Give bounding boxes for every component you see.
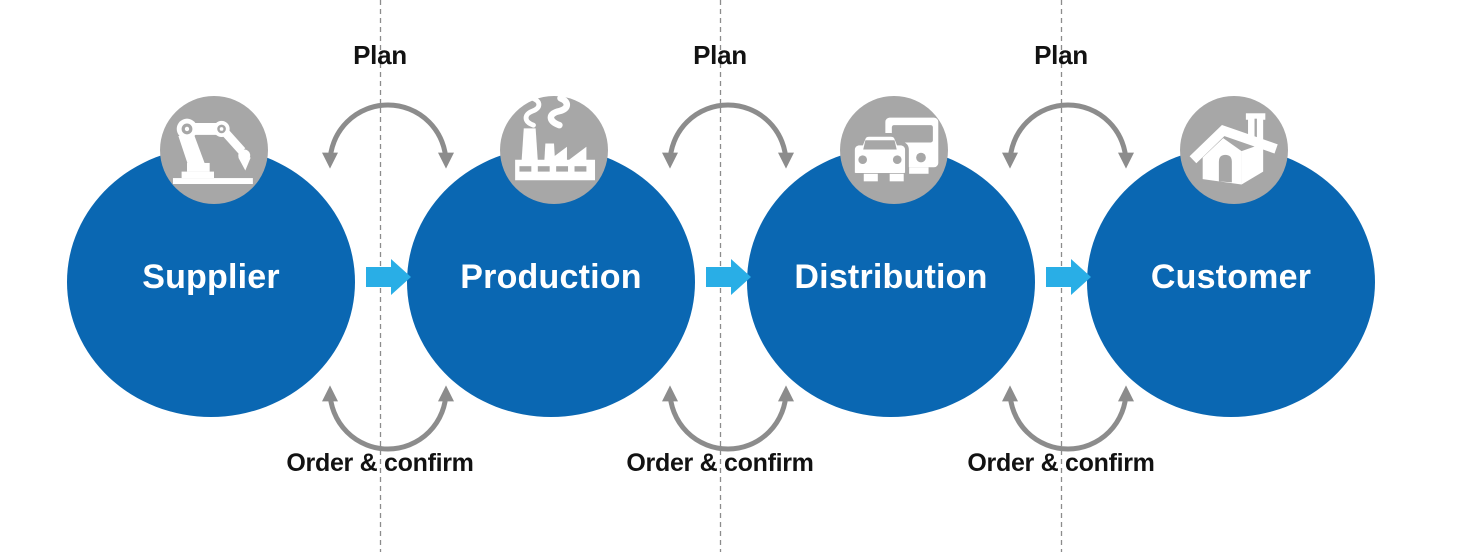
order-confirm-arrow bbox=[662, 385, 794, 452]
plan-label: Plan bbox=[1034, 40, 1088, 70]
plan-label: Plan bbox=[353, 40, 407, 70]
order-confirm-label: Order & confirm bbox=[967, 449, 1155, 477]
plan-label: Plan bbox=[693, 40, 747, 70]
node-label-supplier: Supplier bbox=[142, 257, 280, 296]
badge-circle bbox=[160, 96, 268, 204]
factory-icon bbox=[515, 96, 596, 181]
supplier-icon-badge bbox=[160, 96, 268, 204]
flow-arrow bbox=[1046, 259, 1091, 295]
order-confirm-label: Order & confirm bbox=[286, 449, 474, 477]
customer-icon-badge bbox=[1180, 96, 1288, 204]
robot-arm-icon bbox=[172, 118, 253, 185]
order-confirm-arrow bbox=[1002, 385, 1134, 452]
plan-arrow bbox=[1002, 102, 1134, 169]
house-icon bbox=[1189, 113, 1278, 185]
order-confirm-arrow bbox=[322, 385, 454, 452]
node-label-production: Production bbox=[460, 257, 642, 296]
node-customer: Customer bbox=[1087, 147, 1375, 417]
order-confirm-label: Order & confirm bbox=[626, 449, 814, 477]
node-label-distribution: Distribution bbox=[794, 257, 988, 296]
flow-arrow bbox=[366, 259, 411, 295]
distribution-icon-badge bbox=[840, 96, 948, 204]
production-icon-badge bbox=[500, 96, 608, 204]
plan-arrow bbox=[662, 102, 794, 169]
plan-arrow bbox=[322, 102, 454, 169]
node-production: Production bbox=[407, 147, 695, 417]
node-label-customer: Customer bbox=[1150, 257, 1312, 296]
flow-arrow bbox=[706, 259, 751, 295]
vehicles-icon bbox=[851, 117, 939, 182]
